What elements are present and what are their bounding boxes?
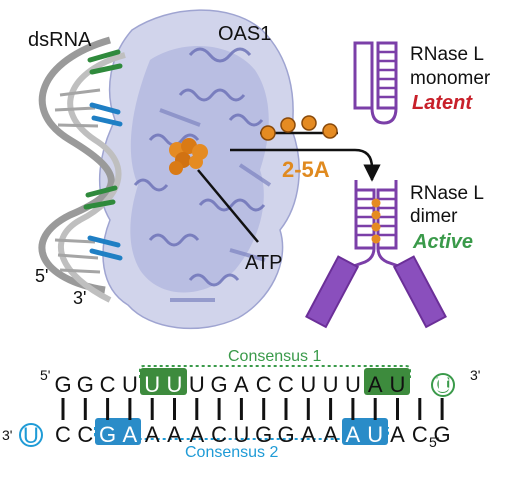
bottom-base: C — [412, 422, 428, 447]
bottom-base: A — [189, 422, 204, 447]
oas1-protein — [99, 9, 300, 330]
top-five-prime: 5' — [40, 367, 50, 383]
consensus1-box-right — [364, 368, 410, 395]
consensus1-label: Consensus 1 — [228, 348, 321, 365]
base-pair-lines — [61, 398, 444, 420]
top-base: U — [300, 372, 316, 397]
two5a-label: 2-5A — [282, 157, 330, 182]
bottom-base: A — [323, 422, 338, 447]
oas1-label: OAS1 — [218, 23, 271, 45]
five-prime-label: 5' — [35, 266, 48, 286]
bottom-base: A — [301, 422, 316, 447]
top-base: C — [278, 372, 294, 397]
activation-arrow — [230, 148, 381, 182]
consensus1-box-left — [140, 368, 187, 395]
top-base: G — [211, 372, 228, 397]
bottom-base: U — [367, 422, 383, 447]
rnase-monomer-line2: monomer — [410, 68, 491, 89]
three-prime-label: 3' — [73, 288, 86, 308]
top-overhang: U — [435, 373, 451, 398]
atp-label: ATP — [245, 252, 282, 274]
bottom-base: A — [346, 422, 361, 447]
rnase-latent-label: Latent — [412, 92, 473, 114]
top-overhang-circle — [431, 373, 455, 397]
bottom-overhang: U — [23, 423, 39, 448]
top-base: U — [345, 372, 361, 397]
bottom-three-prime: 3' — [2, 427, 12, 443]
rnase-dimer-line2: dimer — [410, 206, 458, 227]
top-base: G — [54, 372, 71, 397]
consensus2-label: Consensus 2 — [185, 444, 278, 461]
rnase-active-label: Active — [412, 231, 473, 253]
bottom-base: A — [390, 422, 405, 447]
rnase-monomer-line1: RNase L — [410, 44, 484, 65]
dsrna-helix — [38, 36, 126, 303]
bottom-five-prime: 5' — [429, 434, 439, 450]
consensus1-bracket — [139, 365, 411, 378]
bottom-base: G — [99, 422, 116, 447]
bottom-base: C — [55, 422, 71, 447]
top-three-prime: 3' — [470, 367, 480, 383]
consensus2-box-left — [95, 418, 141, 445]
top-base: C — [434, 372, 450, 397]
bottom-base: G — [434, 422, 451, 447]
bottom-base: A — [167, 422, 182, 447]
top-base: U — [390, 372, 406, 397]
bottom-base: C — [77, 422, 93, 447]
bottom-base: A — [145, 422, 160, 447]
top-base: G — [77, 372, 94, 397]
top-base: C — [100, 372, 116, 397]
rnase-l-dimer — [305, 180, 447, 329]
bottom-base: A — [123, 422, 138, 447]
top-base: U — [122, 372, 138, 397]
rnase-l-monomer — [353, 41, 398, 125]
bottom-overhang-circle — [19, 423, 43, 447]
dsrna-label: dsRNA — [28, 29, 92, 51]
top-base: U — [323, 372, 339, 397]
top-base: G — [411, 372, 428, 397]
bottom-base: C — [211, 422, 227, 447]
consensus2-bracket — [94, 427, 389, 440]
top-base: U — [144, 372, 160, 397]
top-base: A — [234, 372, 249, 397]
bottom-base: G — [277, 422, 294, 447]
rnase-dimer-line1: RNase L — [410, 183, 484, 204]
dimer-bound-2-5a — [371, 198, 381, 244]
atp-molecule — [169, 138, 208, 175]
top-base: C — [256, 372, 272, 397]
consensus2-box-right — [342, 418, 388, 445]
atp-pointer-line — [197, 169, 259, 243]
top-base: A — [368, 372, 383, 397]
bottom-base: G — [255, 422, 272, 447]
top-base: U — [167, 372, 183, 397]
two5a-chain — [260, 115, 338, 141]
top-base: U — [189, 372, 205, 397]
bottom-base: U — [233, 422, 249, 447]
